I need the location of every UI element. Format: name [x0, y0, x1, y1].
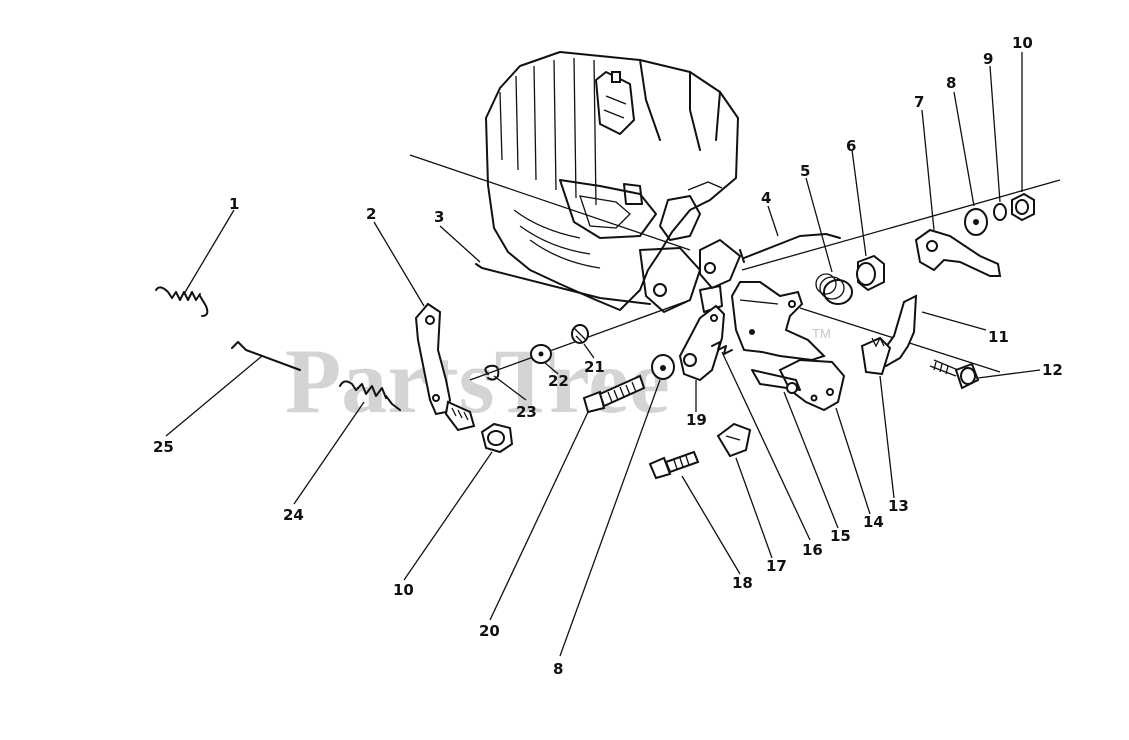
callout-21: 21: [584, 358, 605, 376]
callout-17: 17: [766, 557, 787, 575]
part-23-clip: [484, 364, 500, 381]
callout-14: 14: [863, 513, 884, 531]
engine-block: [485, 51, 741, 313]
watermark-text: PartsTree: [285, 330, 670, 432]
part-12-screw: [929, 359, 980, 390]
part-24-spring: [339, 380, 401, 411]
callout-11: 11: [988, 328, 1009, 346]
callout-22: 22: [548, 372, 569, 390]
part-8-washer-upper: [964, 208, 988, 236]
part-21-bushing: [571, 324, 589, 344]
callout-19: 19: [686, 411, 707, 429]
throttle-shaft-line: [409, 154, 691, 251]
callout-20: 20: [479, 622, 500, 640]
part-1-spring: [155, 286, 209, 317]
part-19-throttle-lever: [678, 304, 726, 382]
callout-25: 25: [153, 438, 174, 456]
part-7-lever-arm: [914, 228, 1002, 277]
callout-13: 13: [888, 497, 909, 515]
callout-5: 5: [800, 162, 810, 180]
callout-7: 7: [914, 93, 924, 111]
part-22-washer: [530, 344, 552, 364]
callout-8-upper: 8: [946, 74, 956, 92]
callout-10-upper: 10: [1012, 34, 1033, 52]
part-3-throttle-link: [475, 263, 651, 305]
watermark: PartsTree TM: [285, 326, 831, 432]
part-18-screw: [648, 450, 700, 480]
part-16-torsion-spring: [711, 341, 733, 355]
callout-23: 23: [516, 403, 537, 421]
watermark-trademark: TM: [812, 326, 831, 341]
callout-6: 6: [846, 137, 856, 155]
part-2-governor-lever: [414, 302, 476, 432]
callout-12: 12: [1042, 361, 1063, 379]
callout-24: 24: [283, 506, 304, 524]
callout-18: 18: [732, 574, 753, 592]
part-25-governor-link: [231, 341, 301, 371]
part-10-nut-lower: [480, 422, 514, 454]
part-15-slide: [751, 369, 801, 394]
callout-2: 2: [366, 205, 376, 223]
pivot-axis-line: [741, 179, 1061, 271]
part-10-nut-upper: [1011, 192, 1035, 222]
callout-8-lower: 8: [553, 660, 563, 678]
callout-16: 16: [802, 541, 823, 559]
callout-labels: 1 2 3 4 5 6 7 8 9 10 11 12 13 14 15 16 1…: [153, 34, 1063, 678]
part-9-lock-washer: [993, 203, 1007, 221]
part-5-spring: [815, 273, 853, 305]
callout-3: 3: [434, 208, 444, 226]
part-8-washer-lower: [651, 354, 675, 380]
part-17-cable-clamp: [716, 422, 752, 458]
leader-lines: [165, 52, 1041, 657]
part-13-clip: [860, 336, 892, 376]
part-4-rod: [739, 233, 841, 263]
part-14-control-plate: [778, 358, 846, 412]
callout-1: 1: [229, 195, 239, 213]
part-6-bushing: [856, 254, 885, 292]
callout-10-lower: 10: [393, 581, 414, 599]
part-20-bolt: [582, 374, 646, 414]
callout-15: 15: [830, 527, 851, 545]
speed-control-bracket: [730, 281, 826, 362]
callout-4: 4: [761, 189, 771, 207]
callout-9: 9: [983, 50, 993, 68]
